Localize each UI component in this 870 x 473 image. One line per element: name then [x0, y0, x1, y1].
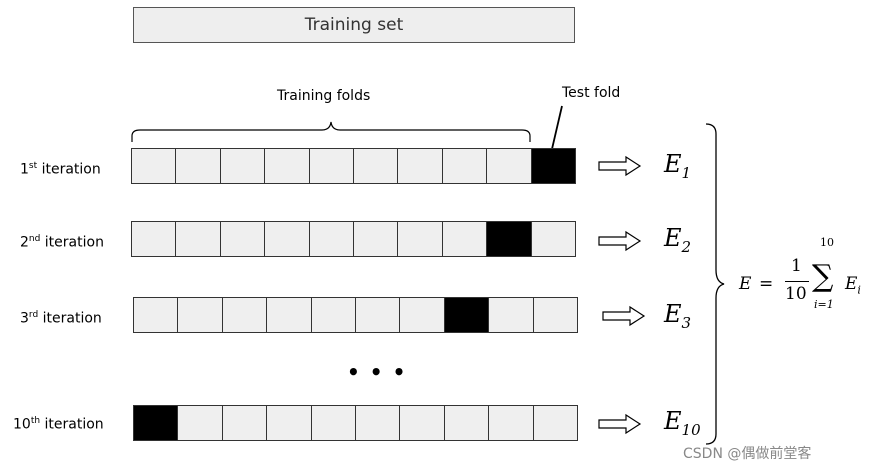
- fold-row-3: [133, 297, 578, 333]
- training-fold-cell: [533, 298, 578, 332]
- training-fold-cell: [354, 149, 399, 183]
- right-brace: [705, 123, 725, 445]
- training-fold-cell: [265, 222, 310, 256]
- training-fold-cell: [178, 298, 223, 332]
- row-label-2: 2nd iteration: [20, 234, 104, 251]
- arrow-icon: [598, 413, 642, 435]
- training-fold-cell: [356, 298, 401, 332]
- fold-row-2: [131, 221, 576, 257]
- training-fold-cell: [442, 222, 488, 256]
- training-fold-cell: [400, 298, 445, 332]
- training-fold-cell: [132, 149, 177, 183]
- training-fold-cell: [533, 406, 578, 440]
- arrow-icon: [602, 305, 646, 327]
- row-label-3: 3rd iteration: [20, 310, 102, 327]
- training-fold-cell: [489, 406, 534, 440]
- arrow-icon: [598, 155, 642, 177]
- row-label-1: 1st iteration: [20, 161, 101, 178]
- training-folds-brace: [131, 121, 531, 142]
- error-2: E2: [664, 224, 692, 256]
- training-fold-cell: [311, 406, 357, 440]
- formula-equals: =: [759, 274, 774, 294]
- formula-numerator: 1: [791, 256, 802, 276]
- ellipsis: •••: [347, 360, 416, 384]
- fraction-bar: [785, 281, 809, 282]
- test-fold-pointer: [551, 105, 563, 150]
- watermark: CSDN @偶做前堂客: [683, 446, 812, 462]
- row-label-10: 10th iteration: [13, 416, 104, 433]
- test-fold-cell: [487, 222, 532, 256]
- training-set-label: Training set: [304, 15, 404, 35]
- test-fold-cell: [531, 149, 576, 183]
- error-10: E10: [664, 407, 701, 439]
- formula-term: Ei: [845, 274, 861, 297]
- fold-row-10: [133, 405, 578, 441]
- training-fold-cell: [398, 149, 443, 183]
- formula-lhs: E: [739, 274, 752, 294]
- formula-denominator: 10: [785, 284, 807, 304]
- error-3: E3: [664, 300, 692, 332]
- training-fold-cell: [444, 406, 490, 440]
- training-fold-cell: [220, 149, 266, 183]
- sum-upper: 10: [820, 236, 834, 249]
- training-fold-cell: [222, 406, 268, 440]
- training-fold-cell: [398, 222, 443, 256]
- training-fold-cell: [176, 149, 221, 183]
- training-fold-cell: [134, 298, 179, 332]
- training-fold-cell: [309, 149, 355, 183]
- training-fold-cell: [442, 149, 488, 183]
- training-set-box: Training set: [133, 7, 575, 43]
- test-fold-cell: [134, 406, 179, 440]
- training-folds-label: Training folds: [277, 88, 371, 104]
- sigma-icon: ∑: [812, 259, 834, 294]
- training-fold-cell: [489, 298, 534, 332]
- training-fold-cell: [354, 222, 399, 256]
- training-fold-cell: [176, 222, 221, 256]
- training-fold-cell: [220, 222, 266, 256]
- arrow-icon: [598, 230, 642, 252]
- training-fold-cell: [487, 149, 532, 183]
- training-fold-cell: [531, 222, 576, 256]
- average-error-formula: E = 1 10 10 ∑ i=1 Ei: [739, 236, 869, 324]
- training-fold-cell: [356, 406, 401, 440]
- training-fold-cell: [311, 298, 357, 332]
- test-fold-cell: [444, 298, 490, 332]
- fold-row-1: [131, 148, 576, 184]
- error-1: E1: [664, 150, 692, 182]
- training-fold-cell: [132, 222, 177, 256]
- test-fold-label: Test fold: [562, 85, 621, 101]
- training-fold-cell: [267, 298, 312, 332]
- training-fold-cell: [267, 406, 312, 440]
- sum-lower: i=1: [814, 298, 834, 311]
- training-fold-cell: [222, 298, 268, 332]
- training-fold-cell: [309, 222, 355, 256]
- training-fold-cell: [400, 406, 445, 440]
- training-fold-cell: [265, 149, 310, 183]
- training-fold-cell: [178, 406, 223, 440]
